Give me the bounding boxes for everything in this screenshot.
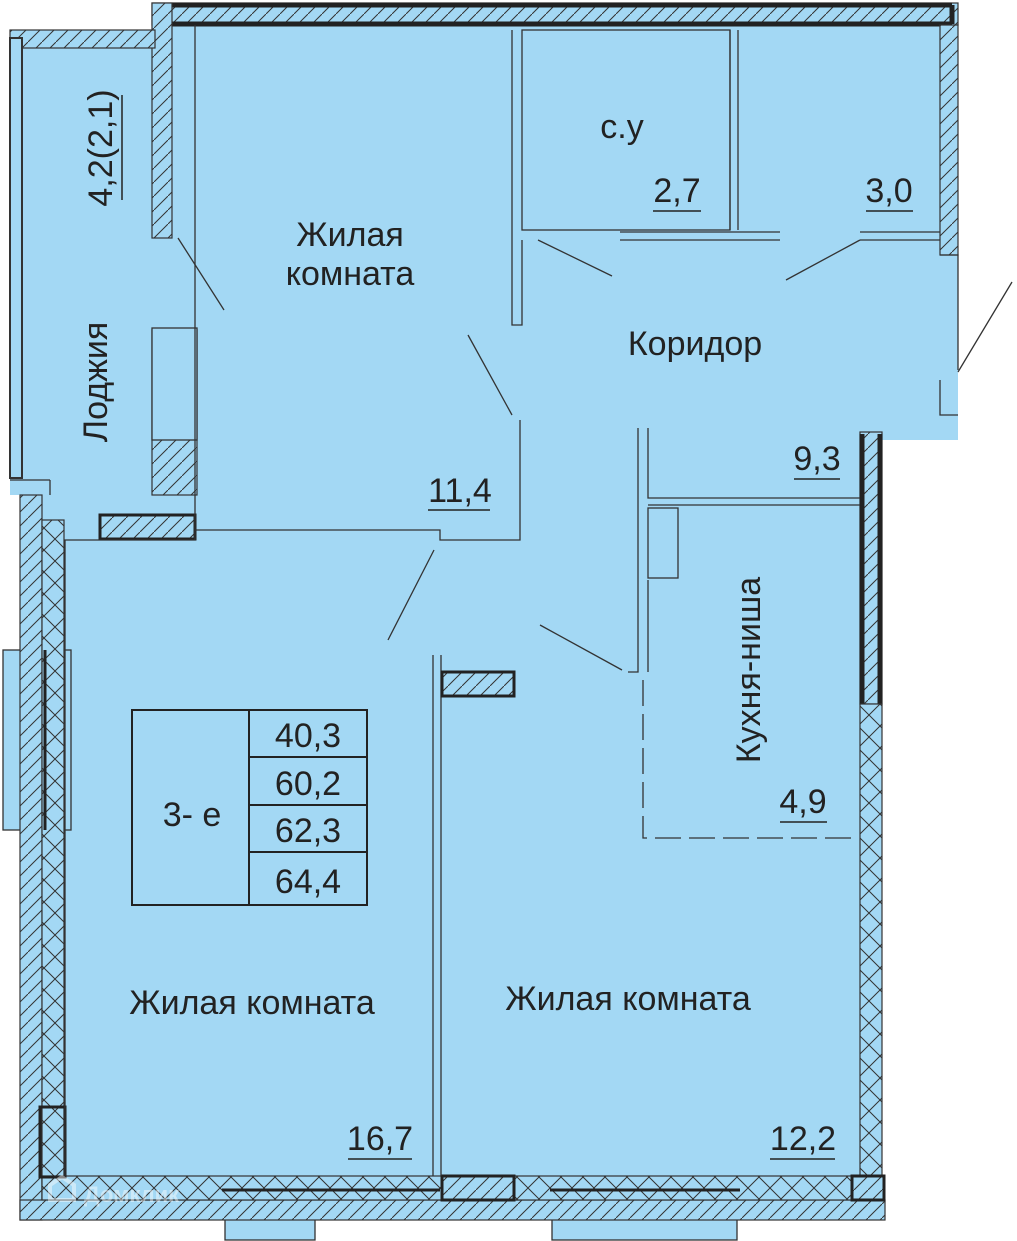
- room-loggia: Лоджия 4,2(2,1): [77, 89, 123, 442]
- exterior-walls: [9, 2, 959, 1221]
- room-label: Кухня-ниша: [730, 577, 768, 763]
- room-label: Коридор: [628, 325, 762, 363]
- room-label: комната: [286, 255, 415, 293]
- room-area: 3,0: [865, 172, 912, 210]
- interior-walls: [64, 25, 959, 1176]
- floor-area: [2, 3, 958, 1241]
- summary-value: 40,3: [275, 717, 341, 755]
- room-bathroom: с.у 2,7: [600, 108, 701, 212]
- room-label: Жилая: [296, 216, 404, 254]
- room-label: Жилая комната: [129, 984, 375, 1022]
- room-area: 9,3: [793, 440, 840, 478]
- watermark-logo: Домклик: [48, 1174, 180, 1207]
- room-corridor: Коридор 9,3: [628, 325, 841, 480]
- room-living-1: Жилая комната 11,4: [286, 216, 492, 511]
- room-label: Жилая комната: [505, 980, 751, 1018]
- room-area: 11,4: [428, 472, 492, 510]
- summary-value: 62,3: [275, 812, 341, 850]
- room-area: 2,7: [653, 172, 700, 210]
- watermark-text: Домклик: [84, 1182, 180, 1207]
- room-area: 4,9: [779, 783, 826, 821]
- doors: [177, 237, 1013, 671]
- room-label: Лоджия: [77, 322, 115, 442]
- apartment-type: 3- е: [163, 796, 222, 834]
- room-label: с.у: [600, 108, 643, 146]
- area-summary-table: 3- е 40,3 60,2 62,3 64,4: [131, 709, 368, 906]
- room-storage: 3,0: [865, 172, 913, 212]
- room-area: 16,7: [347, 1120, 413, 1158]
- room-area: 4,2(2,1): [82, 89, 120, 206]
- room-living-2: Жилая комната 16,7: [129, 984, 413, 1160]
- room-living-3: Жилая комната 12,2: [505, 980, 836, 1160]
- room-kitchen: Кухня-ниша 4,9: [730, 577, 827, 823]
- summary-value: 60,2: [275, 765, 341, 803]
- summary-value: 64,4: [275, 863, 341, 901]
- room-area: 12,2: [770, 1120, 836, 1158]
